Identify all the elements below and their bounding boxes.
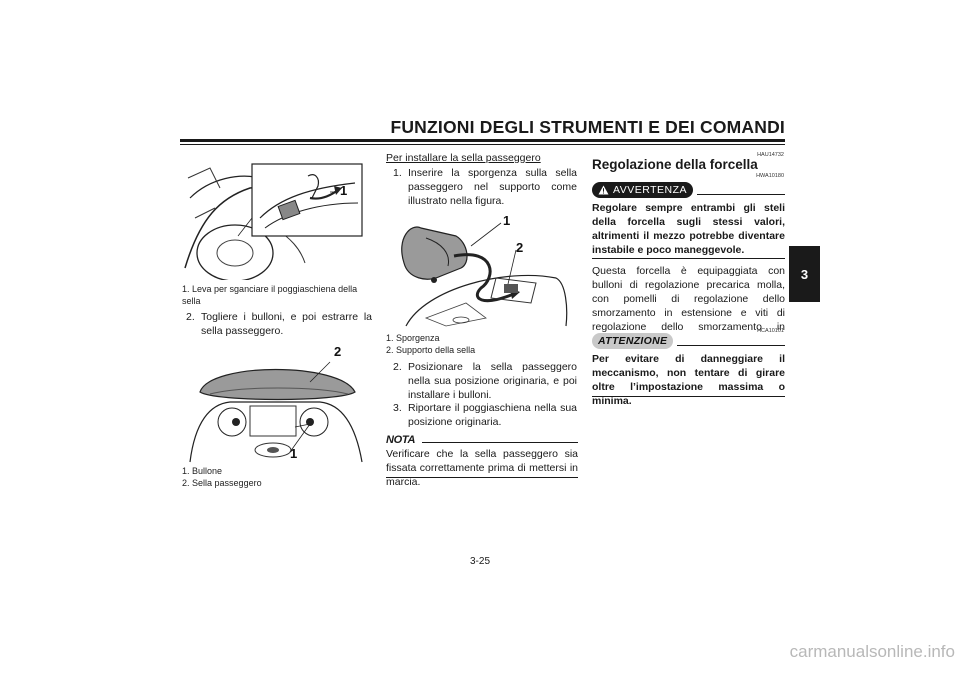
caption-item: 2. Sella passeggero	[182, 477, 372, 489]
caution-header: ATTENZIONE	[592, 333, 785, 349]
caption-item: 1. Bullone	[182, 465, 372, 477]
header-rule	[180, 139, 785, 142]
step-text: Posizionare la sella passeggero nella su…	[408, 361, 577, 401]
callout-2: 2	[516, 240, 523, 255]
section-heading: Regolazione della forcella	[592, 157, 758, 172]
callout-1: 1	[290, 446, 297, 461]
warning-triangle-icon	[598, 185, 609, 195]
caption-text: Bullone	[192, 466, 223, 476]
callout-1: 1	[503, 213, 510, 228]
figure-backrest-lever: 1	[180, 158, 370, 280]
nota-text: Verificare che la sella passeggero sia f…	[386, 448, 578, 488]
figure-seat-install: 1 2	[386, 208, 576, 330]
step-text: Togliere i bulloni, e poi estrarre la se…	[201, 311, 372, 337]
callout-2: 2	[334, 344, 341, 359]
install-seat-title: Per installare la sella passeggero	[386, 152, 541, 164]
step-2-position-seat: 2. Posizionare la sella passeggero nella…	[393, 360, 577, 402]
caption-text: Leva per sganciare il poggiaschiena dell…	[182, 284, 358, 306]
caption-item: 1. Sporgenza	[386, 332, 576, 344]
nota-end-rule	[386, 477, 578, 478]
caption-number: 2.	[386, 345, 394, 355]
warning-code: HWA10180	[756, 173, 784, 179]
warning-rule	[697, 193, 785, 195]
step-text: Riportare il poggiaschiena nella sua pos…	[408, 402, 577, 428]
caution-rule	[677, 344, 785, 346]
warning-pill: AVVERTENZA	[592, 182, 694, 198]
step-2-remove-bolts: 2. Togliere i bulloni, e poi estrarre la…	[186, 310, 372, 338]
warning-header: AVVERTENZA	[592, 182, 785, 198]
warning-end-rule	[592, 258, 785, 259]
watermark: carmanualsonline.info	[789, 642, 955, 661]
header-rule-thin	[180, 144, 785, 145]
step-number: 2.	[186, 311, 195, 323]
caution-code: HCA10101	[757, 328, 784, 334]
caption-item: 2. Supporto della sella	[386, 344, 576, 356]
step-number: 3.	[393, 402, 402, 414]
page-header-title: FUNZIONI DEGLI STRUMENTI E DEI COMANDI	[390, 117, 785, 137]
caution-text: Per evitare di danneggiare il meccanismo…	[592, 353, 785, 407]
chapter-tab-label: 3	[800, 266, 809, 282]
nota-rule	[422, 442, 578, 443]
step-1-insert-projection: 1. Inserire la sporgenza sulla sella pas…	[393, 166, 577, 208]
caption-item: 1. Leva per sganciare il poggiaschiena d…	[182, 283, 372, 307]
warning-label: AVVERTENZA	[613, 184, 688, 196]
caption-number: 1.	[182, 284, 190, 294]
nota-label: NOTA	[386, 434, 416, 446]
caution-end-rule	[592, 396, 785, 397]
caption-number: 2.	[182, 478, 190, 488]
nota-header: NOTA	[386, 434, 578, 446]
step-number: 2.	[393, 361, 402, 373]
page-number: 3-25	[469, 556, 490, 567]
caution-pill: ATTENZIONE	[592, 333, 674, 349]
step-number: 1.	[393, 167, 402, 179]
chapter-tab[interactable]: 3	[789, 246, 820, 302]
caution-label: ATTENZIONE	[598, 335, 668, 347]
section-code: HAU14732	[757, 152, 784, 158]
step-text: Inserire la sporgenza sulla sella passeg…	[408, 167, 577, 207]
warning-text: Regolare sempre entrambi gli steli della…	[592, 202, 785, 256]
caption-text: Sella passeggero	[192, 478, 262, 488]
figure-passenger-seat: 2 1	[180, 342, 370, 464]
callout-1: 1	[340, 183, 347, 198]
caption-number: 1.	[182, 466, 190, 476]
step-3-restore-backrest: 3. Riportare il poggiaschiena nella sua …	[393, 401, 577, 429]
caption-number: 1.	[386, 333, 394, 343]
caption-text: Supporto della sella	[396, 345, 476, 355]
caption-text: Sporgenza	[396, 333, 440, 343]
fork-body-text: Questa forcella è equipaggiata con bullo…	[592, 265, 785, 347]
